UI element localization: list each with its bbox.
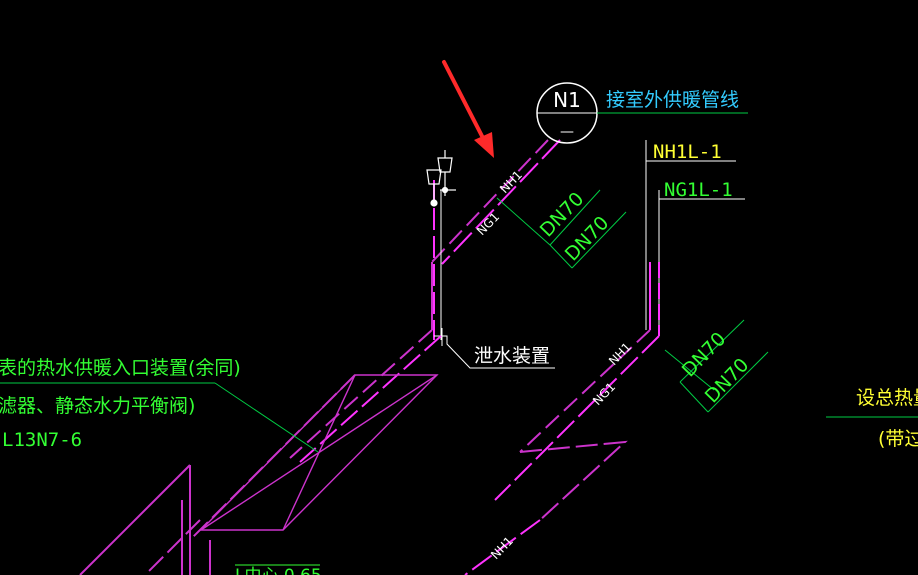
left-note: 表的热水供暖入口装置(余同) 滤器、静态水力平衡阀) L13N7-6 bbox=[0, 357, 319, 453]
right-pipe-pair bbox=[464, 329, 660, 575]
balloon-id: N1 bbox=[553, 88, 581, 112]
right-note-line2: (带过 bbox=[878, 428, 918, 450]
label-nh1l: NH1L-1 bbox=[653, 141, 722, 163]
outdoor-main-label: 接室外供暖管线 bbox=[606, 89, 739, 111]
pipe-label-nh1-bottom: NH1 bbox=[488, 534, 516, 562]
inlet-device-box bbox=[199, 374, 439, 531]
dn-label-upper: DN70 DN70 bbox=[496, 188, 627, 269]
right-note-line1: 设总热量 bbox=[856, 387, 918, 409]
pipe-label-ng1-lower: NG1 bbox=[590, 380, 618, 408]
label-ng1l: NG1L-1 bbox=[664, 179, 733, 201]
drain-riser bbox=[431, 180, 442, 340]
right-riser bbox=[645, 140, 660, 336]
dn-label-lower: DN70 DN70 bbox=[664, 319, 769, 413]
left-note-line1: 表的热水供暖入口装置(余同) bbox=[0, 357, 241, 379]
pipe-ng1-upper bbox=[431, 139, 549, 263]
riser-labels: NH1L-1 NG1L-1 bbox=[646, 141, 745, 201]
drain-device-label: 泄水装置 bbox=[474, 345, 550, 367]
lower-left-pipes bbox=[79, 374, 356, 575]
drain-leader bbox=[434, 328, 555, 369]
left-note-line3: L13N7-6 bbox=[2, 429, 82, 451]
balloon-sub: — bbox=[560, 124, 574, 140]
pipe-balloon: N1 — bbox=[536, 82, 748, 144]
middle-pipe-pair bbox=[289, 329, 442, 463]
right-note: 设总热量 (带过 bbox=[826, 387, 918, 450]
drain-valve-icon bbox=[426, 150, 456, 207]
left-note-line2: 滤器、静态水力平衡阀) bbox=[0, 395, 195, 417]
arrow-pointer-icon bbox=[442, 60, 494, 158]
bottom-fragment-text: L中心 0.65 bbox=[235, 566, 322, 575]
